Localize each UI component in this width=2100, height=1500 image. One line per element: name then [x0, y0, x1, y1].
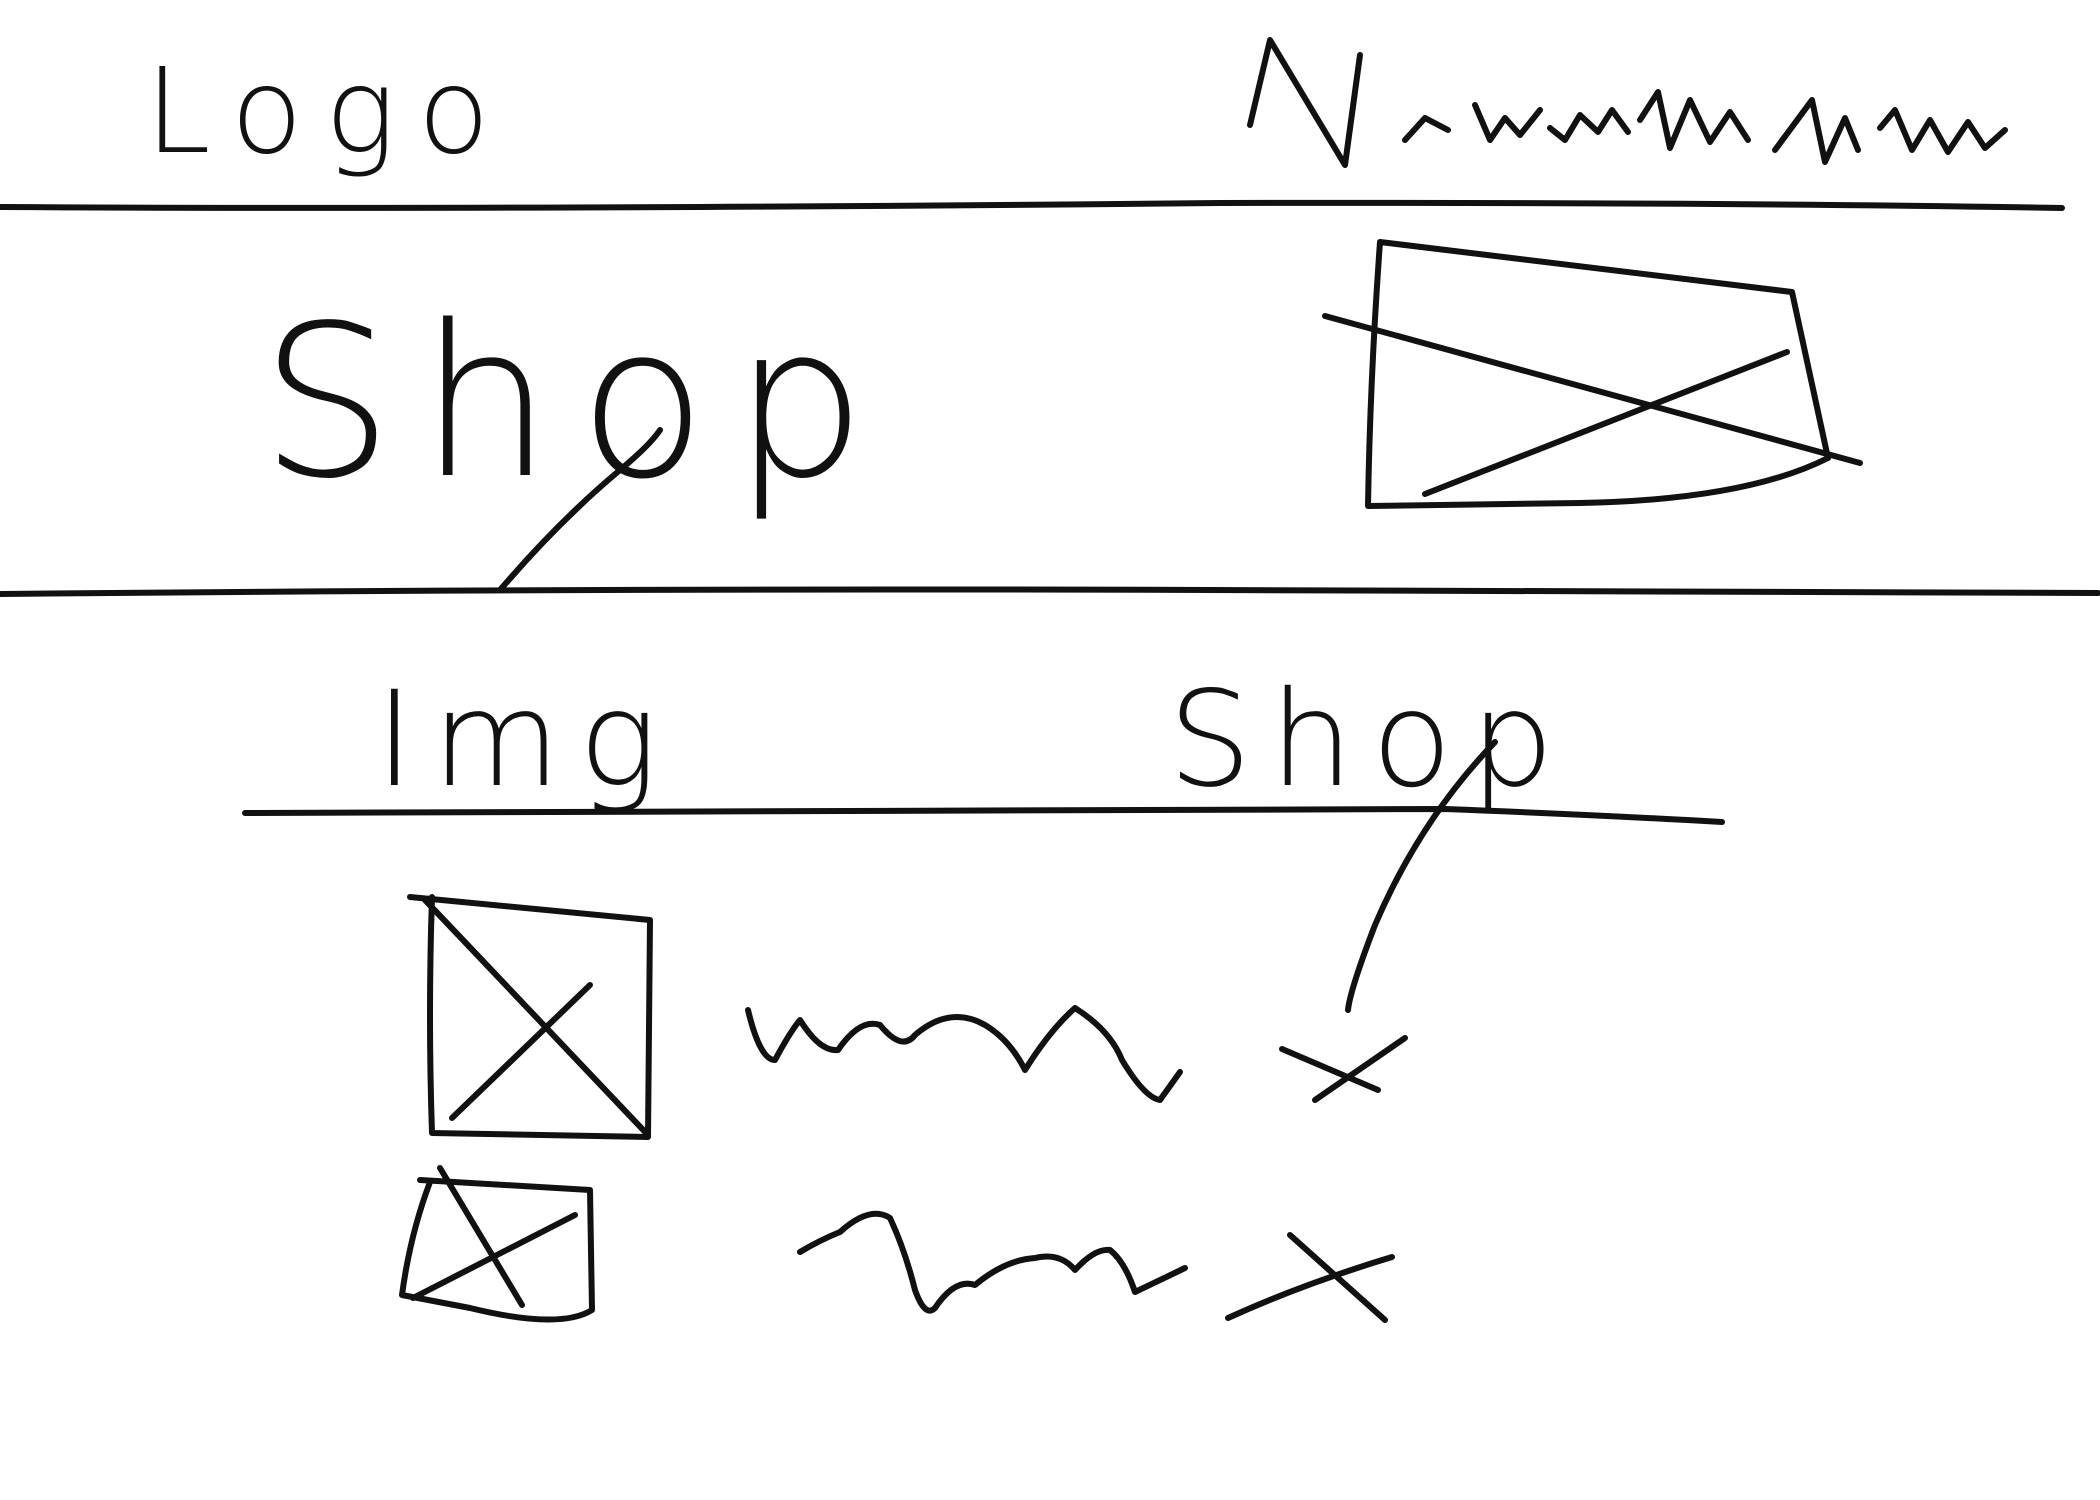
hero: Shop	[0, 239, 2100, 597]
row-2-name-scribble	[797, 1210, 1188, 1314]
row-2-remove-icon[interactable]	[1225, 1232, 1395, 1323]
row-1-name-scribble	[745, 1005, 1183, 1103]
column-header-img: Img	[375, 663, 676, 817]
cart-table: Img Shop	[242, 663, 1725, 1323]
nav-scribble[interactable]	[1247, 37, 2008, 168]
logo-label[interactable]: Logo	[145, 42, 512, 180]
table-row[interactable]	[407, 894, 1408, 1140]
table-header-divider	[242, 806, 1725, 825]
hero-title: Shop	[260, 280, 892, 525]
hero-divider	[0, 586, 2100, 597]
table-row[interactable]	[399, 1165, 1395, 1323]
row-1-remove-icon[interactable]	[1279, 1035, 1408, 1103]
header-divider	[0, 199, 2065, 211]
annotation-line	[1345, 739, 1498, 1013]
row-1-image-placeholder-icon	[407, 894, 653, 1140]
column-header-shop: Shop	[1168, 663, 1572, 817]
row-2-image-placeholder-icon	[399, 1165, 595, 1323]
header: Logo	[0, 37, 2065, 211]
hero-image-placeholder-icon[interactable]	[1322, 239, 1863, 509]
hero-title-tail	[497, 427, 663, 593]
